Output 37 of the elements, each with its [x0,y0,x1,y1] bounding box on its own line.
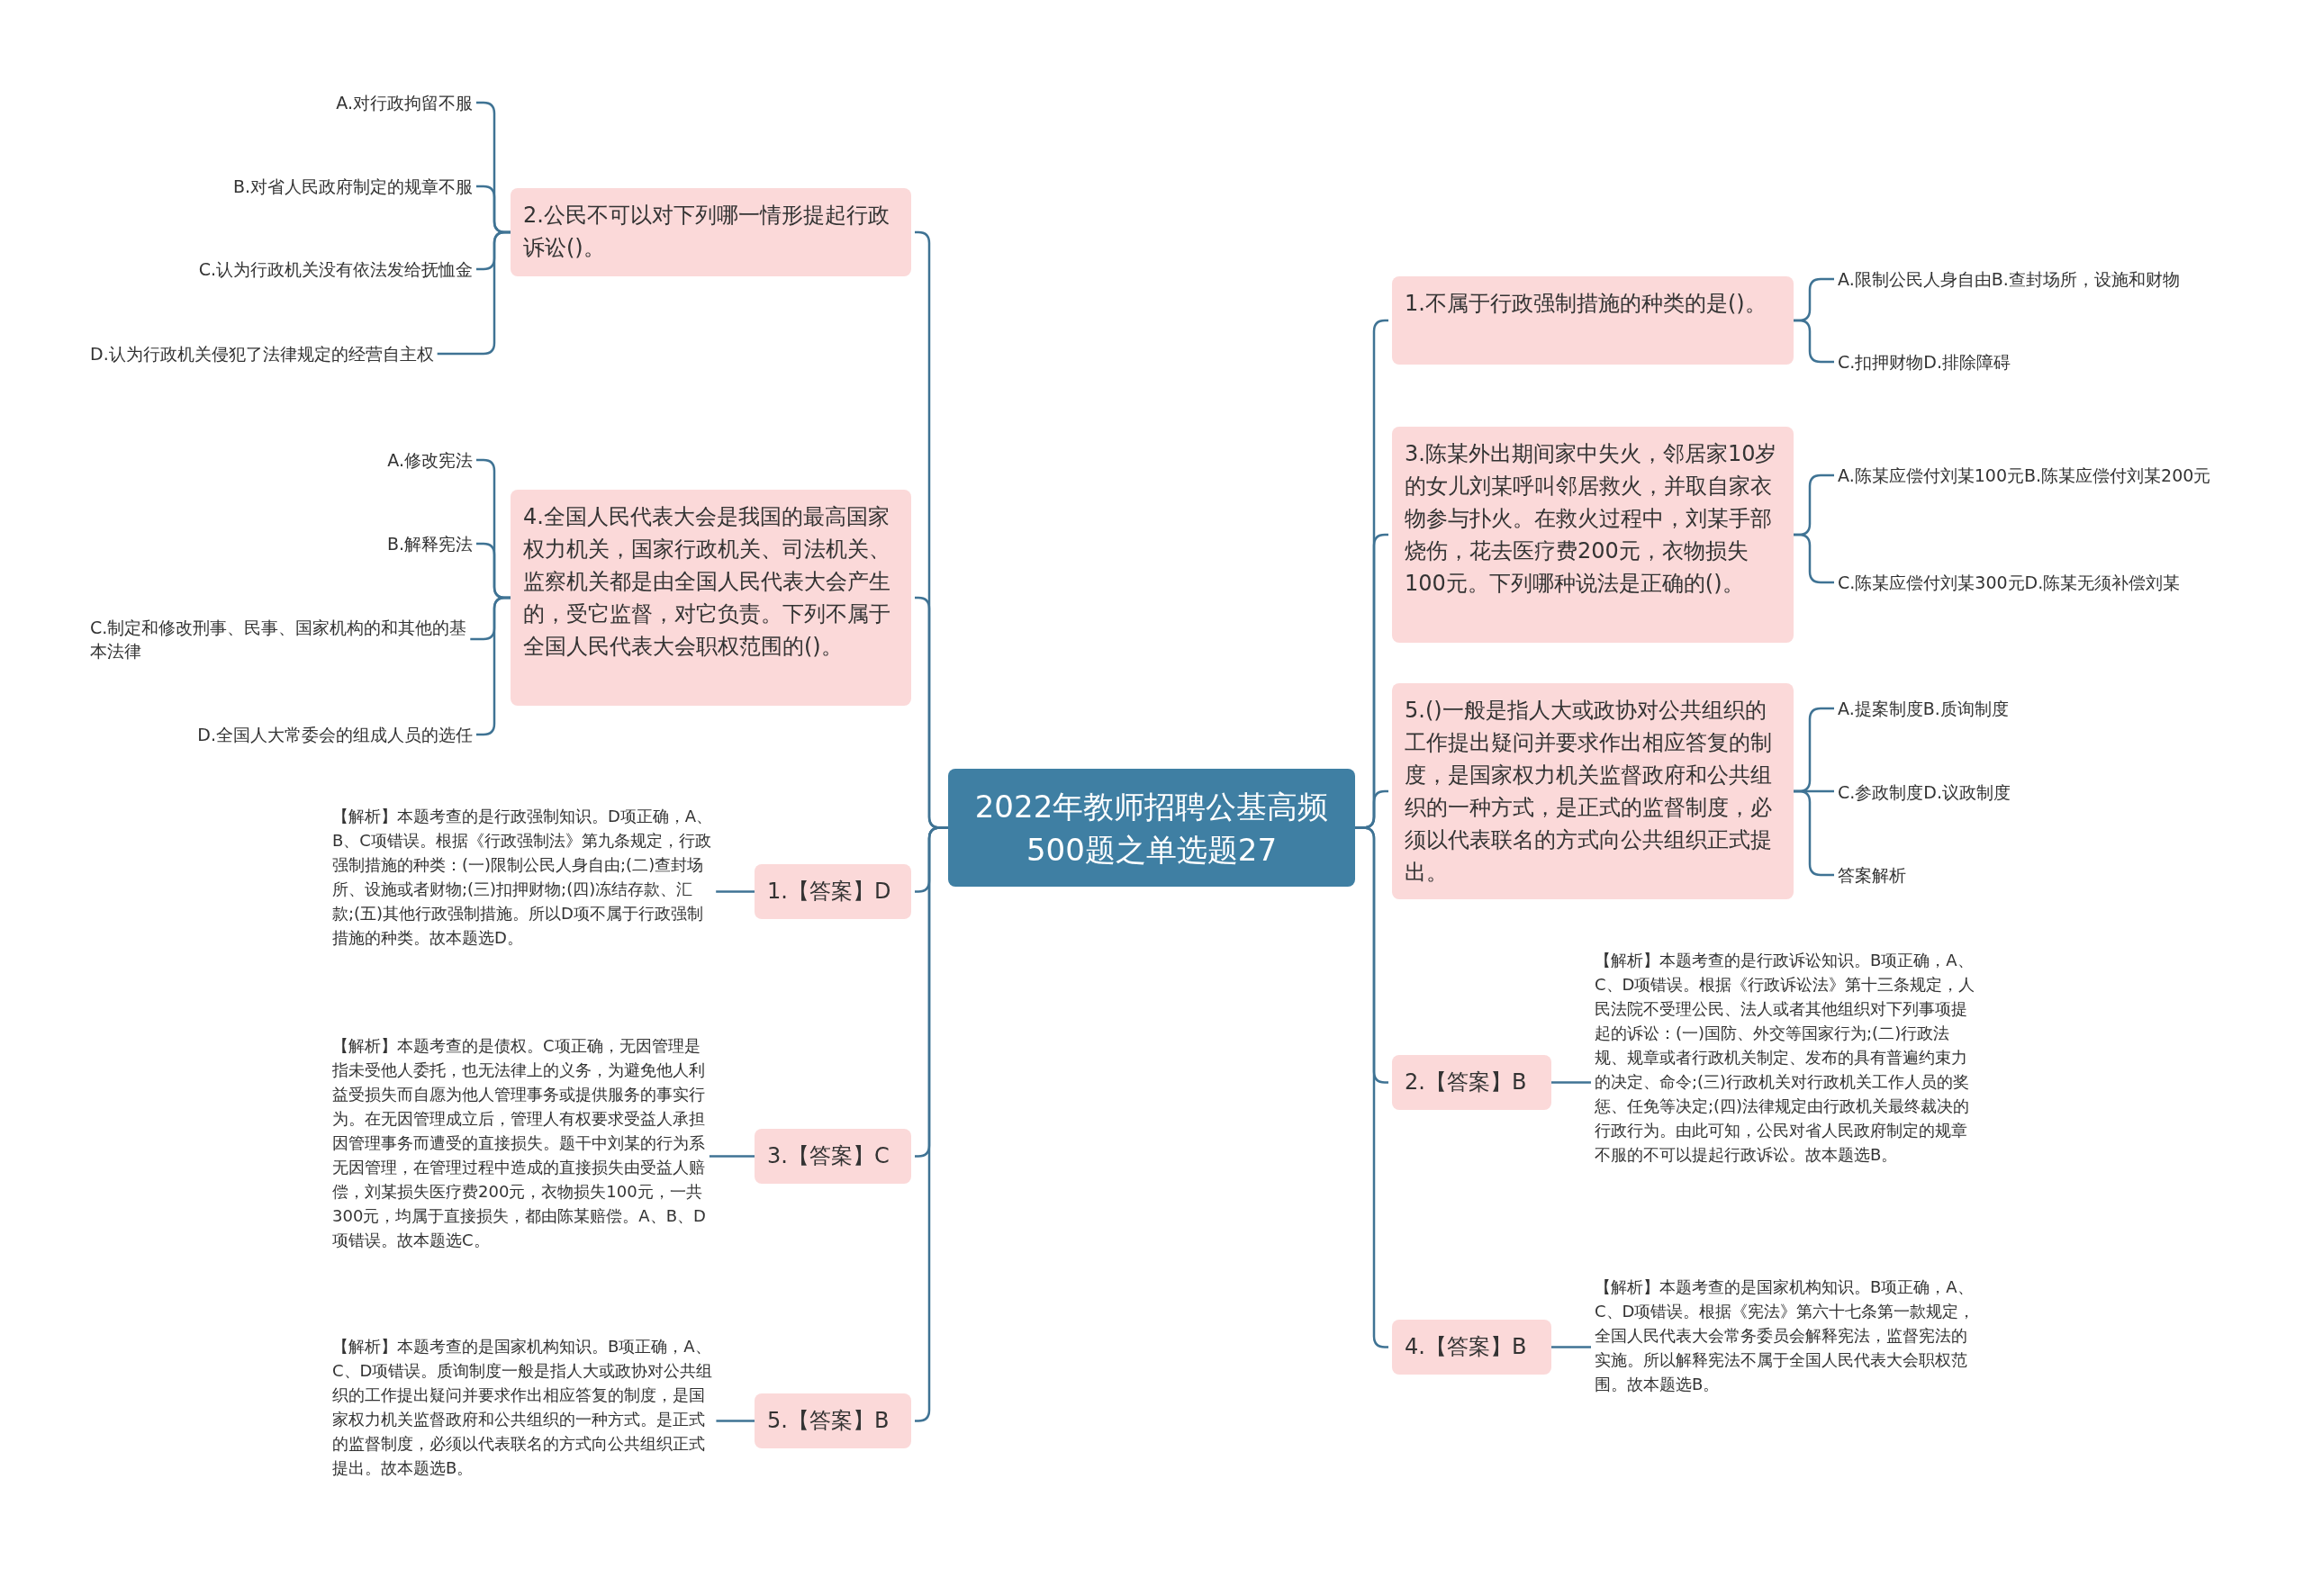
analysis-text: 【解析】本题考查的是债权。C项正确，无因管理是指未受他人委托，也无法律上的义务，为避免他人利益受损失而自愿为他人管理事务或提供服务的事实行为。在无因管理成立后，管理人有权要求受益人承担因管理事务而遭受的直接损失。题干中刘某的行为系无因管理，在管理过程中造成的直接损失由受益人赔偿，刘某损失医疗费200元，衣物损失100元，一共300元，均属于直接损失，都由陈某赔偿。A、B、D项错误。故本题选C。 [332,1033,714,1252]
connector-line [1551,1346,1591,1348]
topic-box: 4.全国人民代表大会是我国的最高国家权力机关，国家行政机关、司法机关、监察机关都是由全国人民代表大会产生的，受它监督，对它负责。下列不属于全国人民代表大会职权范围的()。 [511,490,911,706]
option-text: C.陈某应偿付刘某300元D.陈某无须补偿刘某 [1838,571,2270,594]
topic-box: 3.陈某外出期间家中失火，邻居家10岁的女儿刘某呼叫邻居救火，并取自家衣物参与扑火。在救火过程中，刘某手部烧伤，花去医疗费200元，衣物损失100元。下列哪种说法是正确的()。 [1392,427,1794,643]
topic-box: 3.【答案】C [755,1129,911,1184]
topic-box: 2.【答案】B [1392,1055,1551,1110]
option-text: D.全国人大常委会的组成人员的选任 [90,723,473,746]
topic-box: 5.()一般是指人大或政协对公共组织的工作提出疑问并要求作出相应答复的制度，是国家权力机关监督政府和公共组织的一种方式，是正式的监督制度，必须以代表联名的方式向公共组织正式提出。 [1392,683,1794,899]
topic-box: 4.【答案】B [1392,1320,1551,1375]
topic-box: 5.【答案】B [755,1393,911,1448]
option-text: A.修改宪法 [90,448,473,472]
connector-line [1551,1081,1591,1084]
analysis-text: 【解析】本题考查的是行政强制知识。D项正确，A、B、C项错误。根据《行政强制法》第九条规定，行政强制措施的种类：(一)限制公民人身自由;(二)查封场所、设施或者财物;(三)扣押财物;(四)冻结存款、汇款;(五)其他行政强制措施。所以D项不属于行政强制措施的种类。故本题选D。 [332,804,714,950]
option-text: 答案解析 [1838,863,2270,887]
option-text: A.提案制度B.质询制度 [1838,697,2270,720]
option-text: A.陈某应偿付刘某100元B.陈某应偿付刘某200元 [1838,464,2216,487]
topic-box: 2.公民不可以对下列哪一情形提起行政诉讼()。 [511,188,911,276]
central-topic-box: 2022年教师招聘公基高频500题之单选题27 [948,769,1355,887]
option-text: C.扣押财物D.排除障碍 [1838,350,2270,374]
connector-line [709,1155,755,1158]
option-text: C.参政制度D.议政制度 [1838,780,2270,804]
analysis-text: 【解析】本题考查的是国家机构知识。B项正确，A、C、D项错误。根据《宪法》第六十七条第一款规定，全国人民代表大会常务委员会解释宪法，监督宪法的实施。所以解释宪法不属于全国人民代表大会职权范围。故本题选B。 [1595,1275,1976,1396]
connector-line [716,1420,755,1422]
option-text: A.限制公民人身自由B.查封场所，设施和财物 [1838,267,2270,291]
option-text: C.制定和修改刑事、民事、国家机构的和其他的基本法律 [90,616,468,663]
analysis-text: 【解析】本题考查的是国家机构知识。B项正确，A、C、D项错误。质询制度一般是指人大或政协对公共组织的工作提出疑问并要求作出相应答复的制度，是国家权力机关监督政府和公共组织的一种方式。是正式的监督制度，必须以代表联名的方式向公共组织正式提出。故本题选B。 [332,1334,714,1480]
connector-line [437,230,511,356]
option-text: C.认为行政机关没有依法发给抚恤金 [90,257,473,281]
analysis-text: 【解析】本题考查的是行政诉讼知识。B项正确，A、C、D项错误。根据《行政诉讼法》第十三条规定，人民法院不受理公民、法人或者其他组织对下列事项提起的诉讼：(一)国防、外交等国家行为;(二)行政法规、规章或者行政机关制定、发布的具有普遍约束力的决定、命令;(三)行政机关对行政机关工作人员的奖惩、任免等决定;(四)法律规定由行政机关最终裁决的行政行为。由此可知，公民对省人民政府制定的规章不服的不可以提起行政诉讼。故本题选B。 [1595,948,1976,1167]
connector-line [716,890,755,893]
topic-box: 1.不属于行政强制措施的种类的是()。 [1392,276,1794,365]
option-text: A.对行政拘留不服 [90,91,473,114]
option-text: B.解释宪法 [90,532,473,555]
option-text: D.认为行政机关侵犯了法律规定的经营自主权 [90,342,459,365]
option-text: B.对省人民政府制定的规章不服 [90,175,473,198]
topic-box: 1.【答案】D [755,864,911,919]
